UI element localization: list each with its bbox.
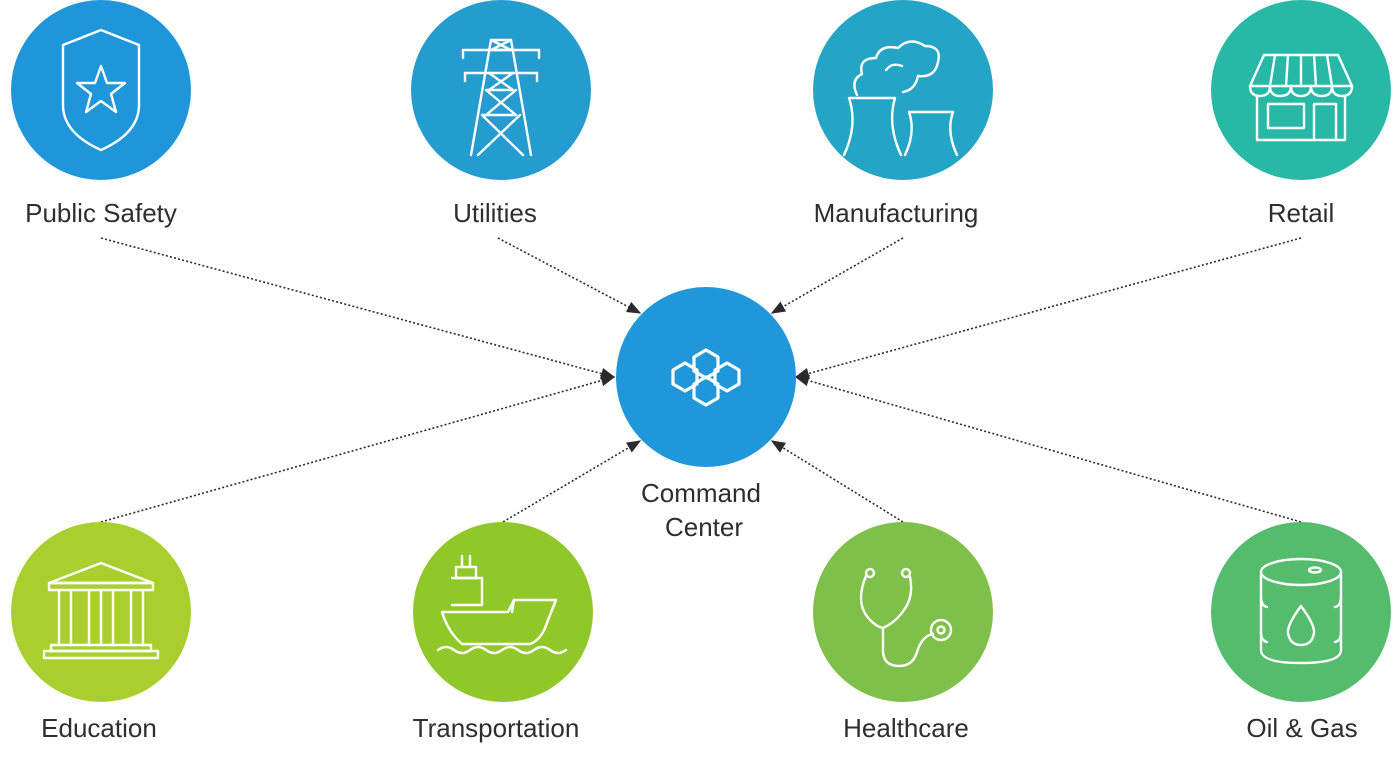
manufacturing-node bbox=[813, 0, 993, 180]
classical-building-icon bbox=[42, 561, 160, 660]
stethoscope-icon bbox=[859, 567, 953, 668]
connector-education bbox=[100, 374, 616, 523]
manufacturing-label: Manufacturing bbox=[813, 198, 979, 228]
connector-manufacturing bbox=[770, 237, 904, 314]
oil-barrel-icon bbox=[1259, 557, 1343, 665]
connector-public-safety bbox=[100, 237, 616, 380]
transportation-label: Transportation bbox=[412, 713, 580, 743]
utilities-label: Utilities bbox=[453, 198, 537, 228]
hexagon-cluster-icon bbox=[671, 348, 741, 407]
connector-healthcare bbox=[770, 440, 904, 523]
education-label: Education bbox=[41, 713, 157, 743]
cargo-ship-icon bbox=[436, 554, 568, 655]
shield-star-icon bbox=[61, 28, 141, 152]
public-safety-circle bbox=[11, 0, 191, 180]
command-center-label-line2: Center bbox=[664, 512, 744, 542]
manufacturing-circle bbox=[813, 0, 993, 180]
connectors bbox=[100, 237, 1302, 523]
healthcare-node bbox=[813, 522, 993, 702]
retail-node bbox=[1211, 0, 1391, 180]
oil-gas-node bbox=[1211, 522, 1391, 702]
retail-circle bbox=[1211, 0, 1391, 180]
connector-utilities bbox=[497, 237, 642, 314]
connector-oil-gas bbox=[794, 375, 1302, 523]
utilities-node bbox=[411, 0, 591, 180]
public-safety-node bbox=[11, 0, 191, 180]
connector-transportation bbox=[502, 440, 642, 523]
factory-cooling-towers-icon bbox=[842, 40, 959, 157]
power-tower-icon bbox=[461, 38, 541, 157]
public-safety-label: Public Safety bbox=[25, 198, 177, 228]
healthcare-label: Healthcare bbox=[843, 713, 969, 743]
transportation-node bbox=[413, 522, 593, 702]
command-center-node bbox=[616, 287, 796, 467]
storefront-icon bbox=[1248, 53, 1354, 142]
connector-retail bbox=[794, 237, 1302, 380]
oil-gas-circle bbox=[1211, 522, 1391, 702]
oil-gas-label: Oil & Gas bbox=[1246, 713, 1358, 743]
command-center-label-line1: Command bbox=[641, 478, 761, 508]
education-node bbox=[11, 522, 191, 702]
retail-label: Retail bbox=[1267, 198, 1335, 228]
